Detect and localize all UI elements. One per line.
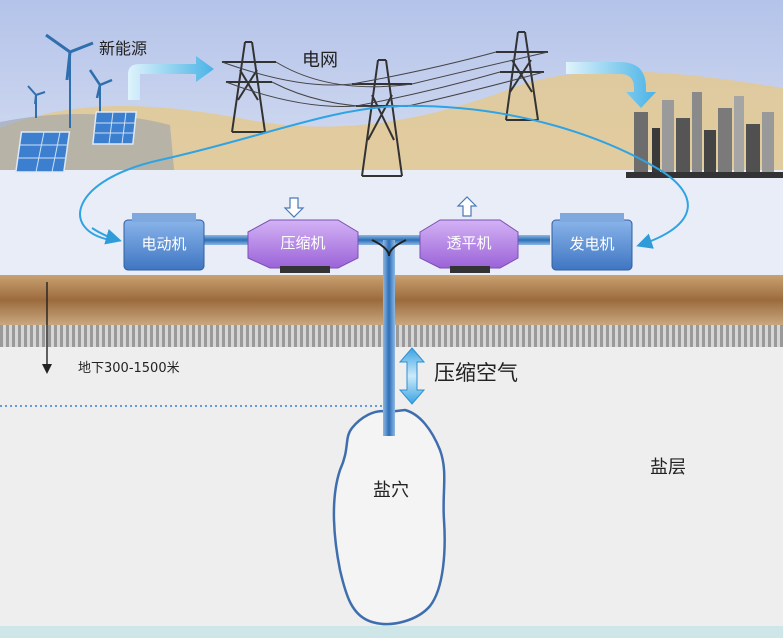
generator-unit: 发电机 <box>551 213 633 271</box>
loop-start-arrow <box>91 227 122 245</box>
turbine-unit: 透平机 <box>419 219 519 273</box>
compressor-label: 压缩机 <box>280 234 325 252</box>
pipe-in-cavern <box>383 406 395 436</box>
hills <box>0 71 783 180</box>
motor-label: 电动机 <box>141 235 186 253</box>
depth-arrow-head <box>42 364 52 374</box>
energy-loop <box>79 104 689 249</box>
compressor-unit: 压缩机 <box>247 219 359 273</box>
horizontal-pipe <box>200 235 550 245</box>
grid-label: 电网 <box>302 50 338 71</box>
turbine-label: 透平机 <box>446 234 491 252</box>
pipe-junction <box>371 239 407 257</box>
solar-panel-icon <box>14 111 138 173</box>
renewables-label: 新能源 <box>99 39 147 58</box>
bottom-band <box>0 626 783 638</box>
vertical-pipe <box>383 240 395 436</box>
compressed-air-arrow <box>398 347 426 405</box>
salt-cavern <box>332 408 446 626</box>
salt-layer-label: 盐层 <box>650 457 686 478</box>
compressor-input-arrow <box>283 197 305 218</box>
flow-arrow-to-grid <box>128 56 214 100</box>
turbine-output-arrow <box>456 196 478 217</box>
depth-label: 地下300-1500米 <box>78 361 180 376</box>
flow-arrow-to-city <box>566 62 656 108</box>
compressed-air-label: 压缩空气 <box>434 361 518 385</box>
city-skyline-icon <box>626 92 783 178</box>
generator-label: 发电机 <box>569 235 614 253</box>
salt-cavern-label: 盐穴 <box>373 480 409 501</box>
motor-unit: 电动机 <box>123 213 205 271</box>
wind-turbine-icon <box>27 33 113 128</box>
